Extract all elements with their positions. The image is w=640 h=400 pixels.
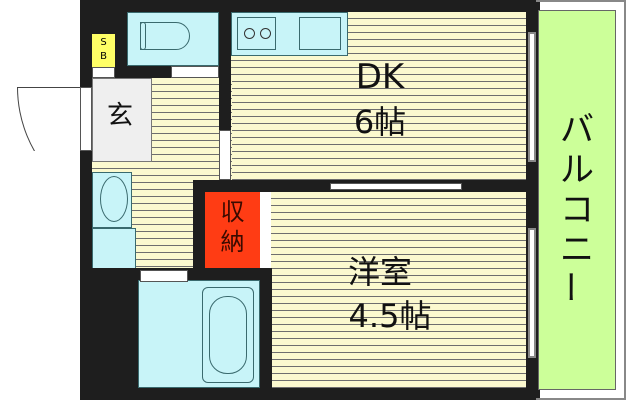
dk-room-size: 6帖 (353, 103, 407, 141)
washing-machine-area (92, 228, 136, 270)
western-room-floor (271, 192, 526, 388)
wall-dk-left (219, 12, 231, 130)
wall-western-left (260, 268, 272, 400)
toilet-door-opening (171, 66, 219, 78)
toilet-bowl-icon (140, 22, 190, 50)
sliding-door (330, 183, 462, 190)
gas-stove-icon (237, 17, 276, 50)
entrance-area (92, 78, 152, 162)
storage-label-1: 収 (220, 198, 245, 226)
storage-label-2: 納 (220, 228, 245, 256)
dk-door-opening (219, 130, 231, 180)
toilet-tank-icon (140, 22, 146, 50)
washbasin-bowl-icon (100, 176, 128, 222)
entrance-door-frame (80, 87, 92, 151)
dk-room-name: DK (355, 57, 405, 97)
balcony-label: バ ル コ ニ ー (548, 110, 594, 304)
shoe-box-label-b: B (100, 51, 107, 62)
shoe-box-label-s: S (100, 37, 107, 48)
entrance-label: 玄 (106, 101, 133, 131)
storage-door (260, 192, 271, 268)
storage-closet: 収 納 (205, 192, 260, 268)
shoe-box-door (92, 67, 115, 78)
bathroom-door-opening (140, 270, 188, 282)
window-lower (528, 228, 536, 358)
shoe-box: S B (92, 34, 115, 67)
western-room-name: 洋室 (347, 253, 412, 291)
window-upper (528, 32, 536, 162)
western-room-size: 4.5帖 (348, 297, 432, 335)
balcony-rail (536, 0, 626, 400)
wall-storage-left (193, 180, 205, 276)
bathtub-icon (202, 287, 254, 383)
balcony (538, 10, 616, 390)
sink-icon (299, 17, 341, 50)
